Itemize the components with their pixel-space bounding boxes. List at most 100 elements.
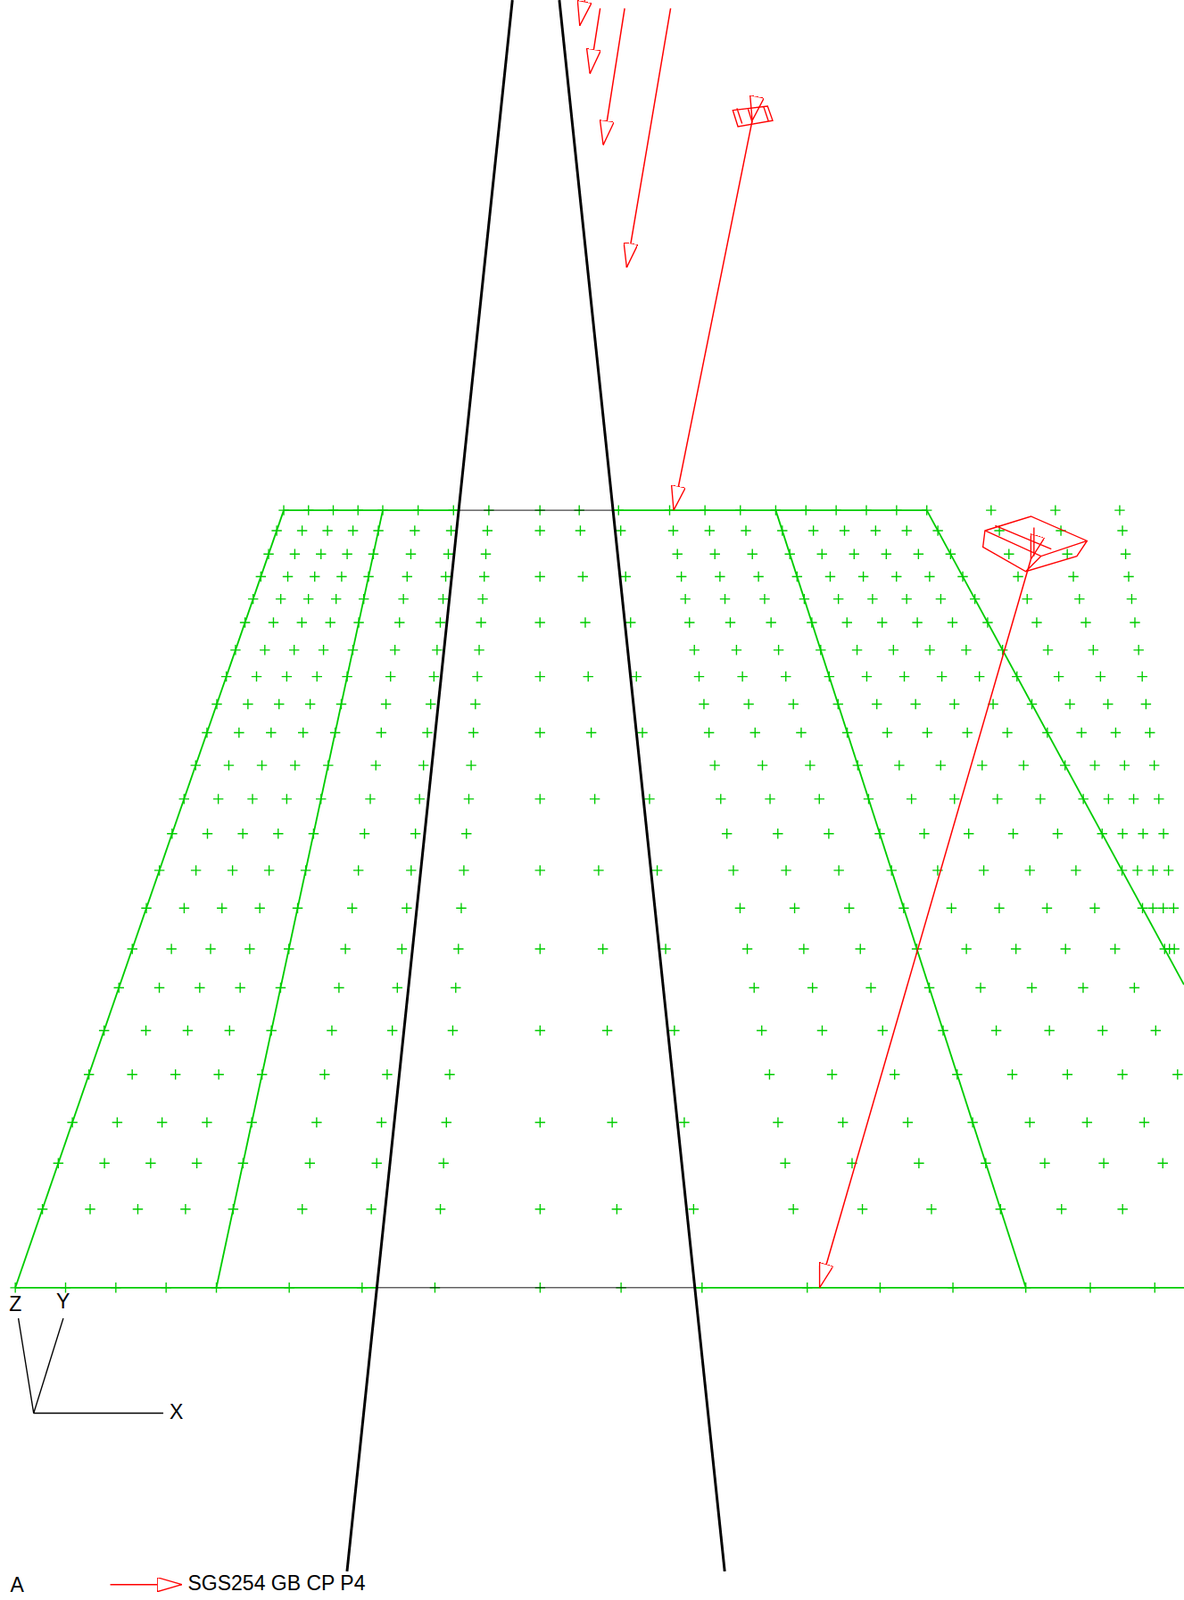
mesh-node: [112, 1117, 123, 1128]
mesh-node: [453, 943, 464, 954]
mesh-node: [1012, 571, 1023, 582]
mesh-node: [1077, 983, 1088, 994]
mesh-node: [731, 645, 742, 655]
mesh-node: [963, 828, 974, 839]
mesh-node: [233, 728, 244, 738]
mesh-node: [179, 903, 190, 914]
mesh-node: [837, 1117, 848, 1128]
mesh-node: [1148, 865, 1159, 876]
mesh-node: [1136, 671, 1147, 682]
mesh-node: [473, 645, 484, 655]
mesh-node: [721, 828, 732, 839]
mesh-node: [798, 943, 809, 954]
load-boxes: [732, 106, 1087, 572]
mesh-node: [380, 699, 391, 710]
mesh-node: [535, 943, 546, 954]
mesh-node: [1109, 943, 1120, 954]
mesh-node: [720, 594, 730, 605]
mesh-node: [202, 828, 213, 839]
mesh-node: [1010, 943, 1021, 954]
mesh-node: [297, 617, 307, 628]
plate-outline: [15, 510, 1184, 1289]
mesh-node: [410, 828, 421, 839]
mesh-node: [471, 671, 482, 682]
mesh-node: [259, 645, 270, 655]
mesh-node: [688, 1204, 699, 1215]
mesh-node: [780, 671, 791, 682]
mesh-node: [974, 671, 985, 682]
mesh-node: [359, 828, 370, 839]
mesh-node: [924, 645, 935, 655]
mesh-node: [1119, 760, 1130, 771]
mesh-node: [689, 645, 700, 655]
mesh-node: [402, 571, 413, 582]
mesh-node: [254, 903, 265, 914]
mesh-node: [347, 903, 357, 914]
mesh-node: [644, 794, 655, 804]
mesh-node: [376, 728, 387, 738]
mesh-node: [1043, 645, 1053, 655]
axis-label: X: [169, 1402, 183, 1424]
mesh-node: [1026, 983, 1037, 994]
mesh-node: [615, 525, 626, 536]
mesh-node: [191, 1159, 202, 1169]
mesh-node: [336, 571, 347, 582]
axis-label: Z: [8, 1294, 22, 1316]
load-arrows: [579, 0, 1032, 1289]
mesh-node: [756, 1026, 767, 1036]
mesh-node: [182, 1026, 193, 1036]
mesh-node: [1080, 617, 1091, 628]
mesh-node: [1042, 903, 1052, 914]
mesh-node: [1076, 728, 1086, 738]
mesh-node: [475, 617, 486, 628]
mesh-node: [1139, 1117, 1150, 1128]
mesh-node: [1097, 1026, 1108, 1036]
mesh-node: [1043, 1026, 1054, 1036]
mesh-node: [435, 617, 446, 628]
mesh-node: [773, 645, 784, 655]
mesh-node: [157, 1117, 167, 1128]
mesh-node: [281, 671, 292, 682]
mesh-node: [844, 903, 854, 914]
mesh-node: [339, 943, 350, 954]
mesh-node: [234, 983, 245, 994]
mesh-node: [401, 903, 412, 914]
mesh-node: [787, 699, 798, 710]
mesh-node: [913, 549, 924, 560]
mesh-node: [742, 943, 753, 954]
mesh-node: [894, 760, 904, 771]
mesh-node: [899, 671, 910, 682]
mesh-node: [1034, 794, 1045, 804]
mesh-node: [409, 525, 420, 536]
mesh-node: [227, 865, 238, 876]
mesh-node: [1150, 1026, 1161, 1036]
mesh-node: [660, 943, 671, 954]
mesh-node: [154, 983, 165, 994]
mesh-node: [961, 728, 972, 738]
mesh-node: [946, 903, 957, 914]
mesh-node: [881, 549, 892, 560]
mesh-node: [190, 865, 201, 876]
mesh-node: [535, 1117, 546, 1128]
mesh-node: [749, 983, 760, 994]
mesh-node: [194, 983, 205, 994]
mesh-node: [877, 617, 887, 628]
mesh-node: [1137, 828, 1148, 839]
mesh-node: [1007, 1069, 1018, 1080]
mesh-node: [949, 794, 960, 804]
mesh-node: [631, 671, 642, 682]
axis-triad: [18, 1318, 164, 1414]
mesh-node: [244, 943, 255, 954]
mesh-node: [833, 594, 844, 605]
mesh-node: [589, 794, 600, 804]
mesh-node: [268, 617, 279, 628]
mesh-node: [935, 760, 946, 771]
mesh-node: [709, 549, 720, 560]
mesh-node: [698, 699, 709, 710]
mesh-node: [1001, 728, 1012, 738]
mesh-node: [877, 1026, 888, 1036]
mesh-node: [1117, 828, 1127, 839]
mesh-node: [322, 525, 332, 536]
mesh-node: [888, 645, 899, 655]
